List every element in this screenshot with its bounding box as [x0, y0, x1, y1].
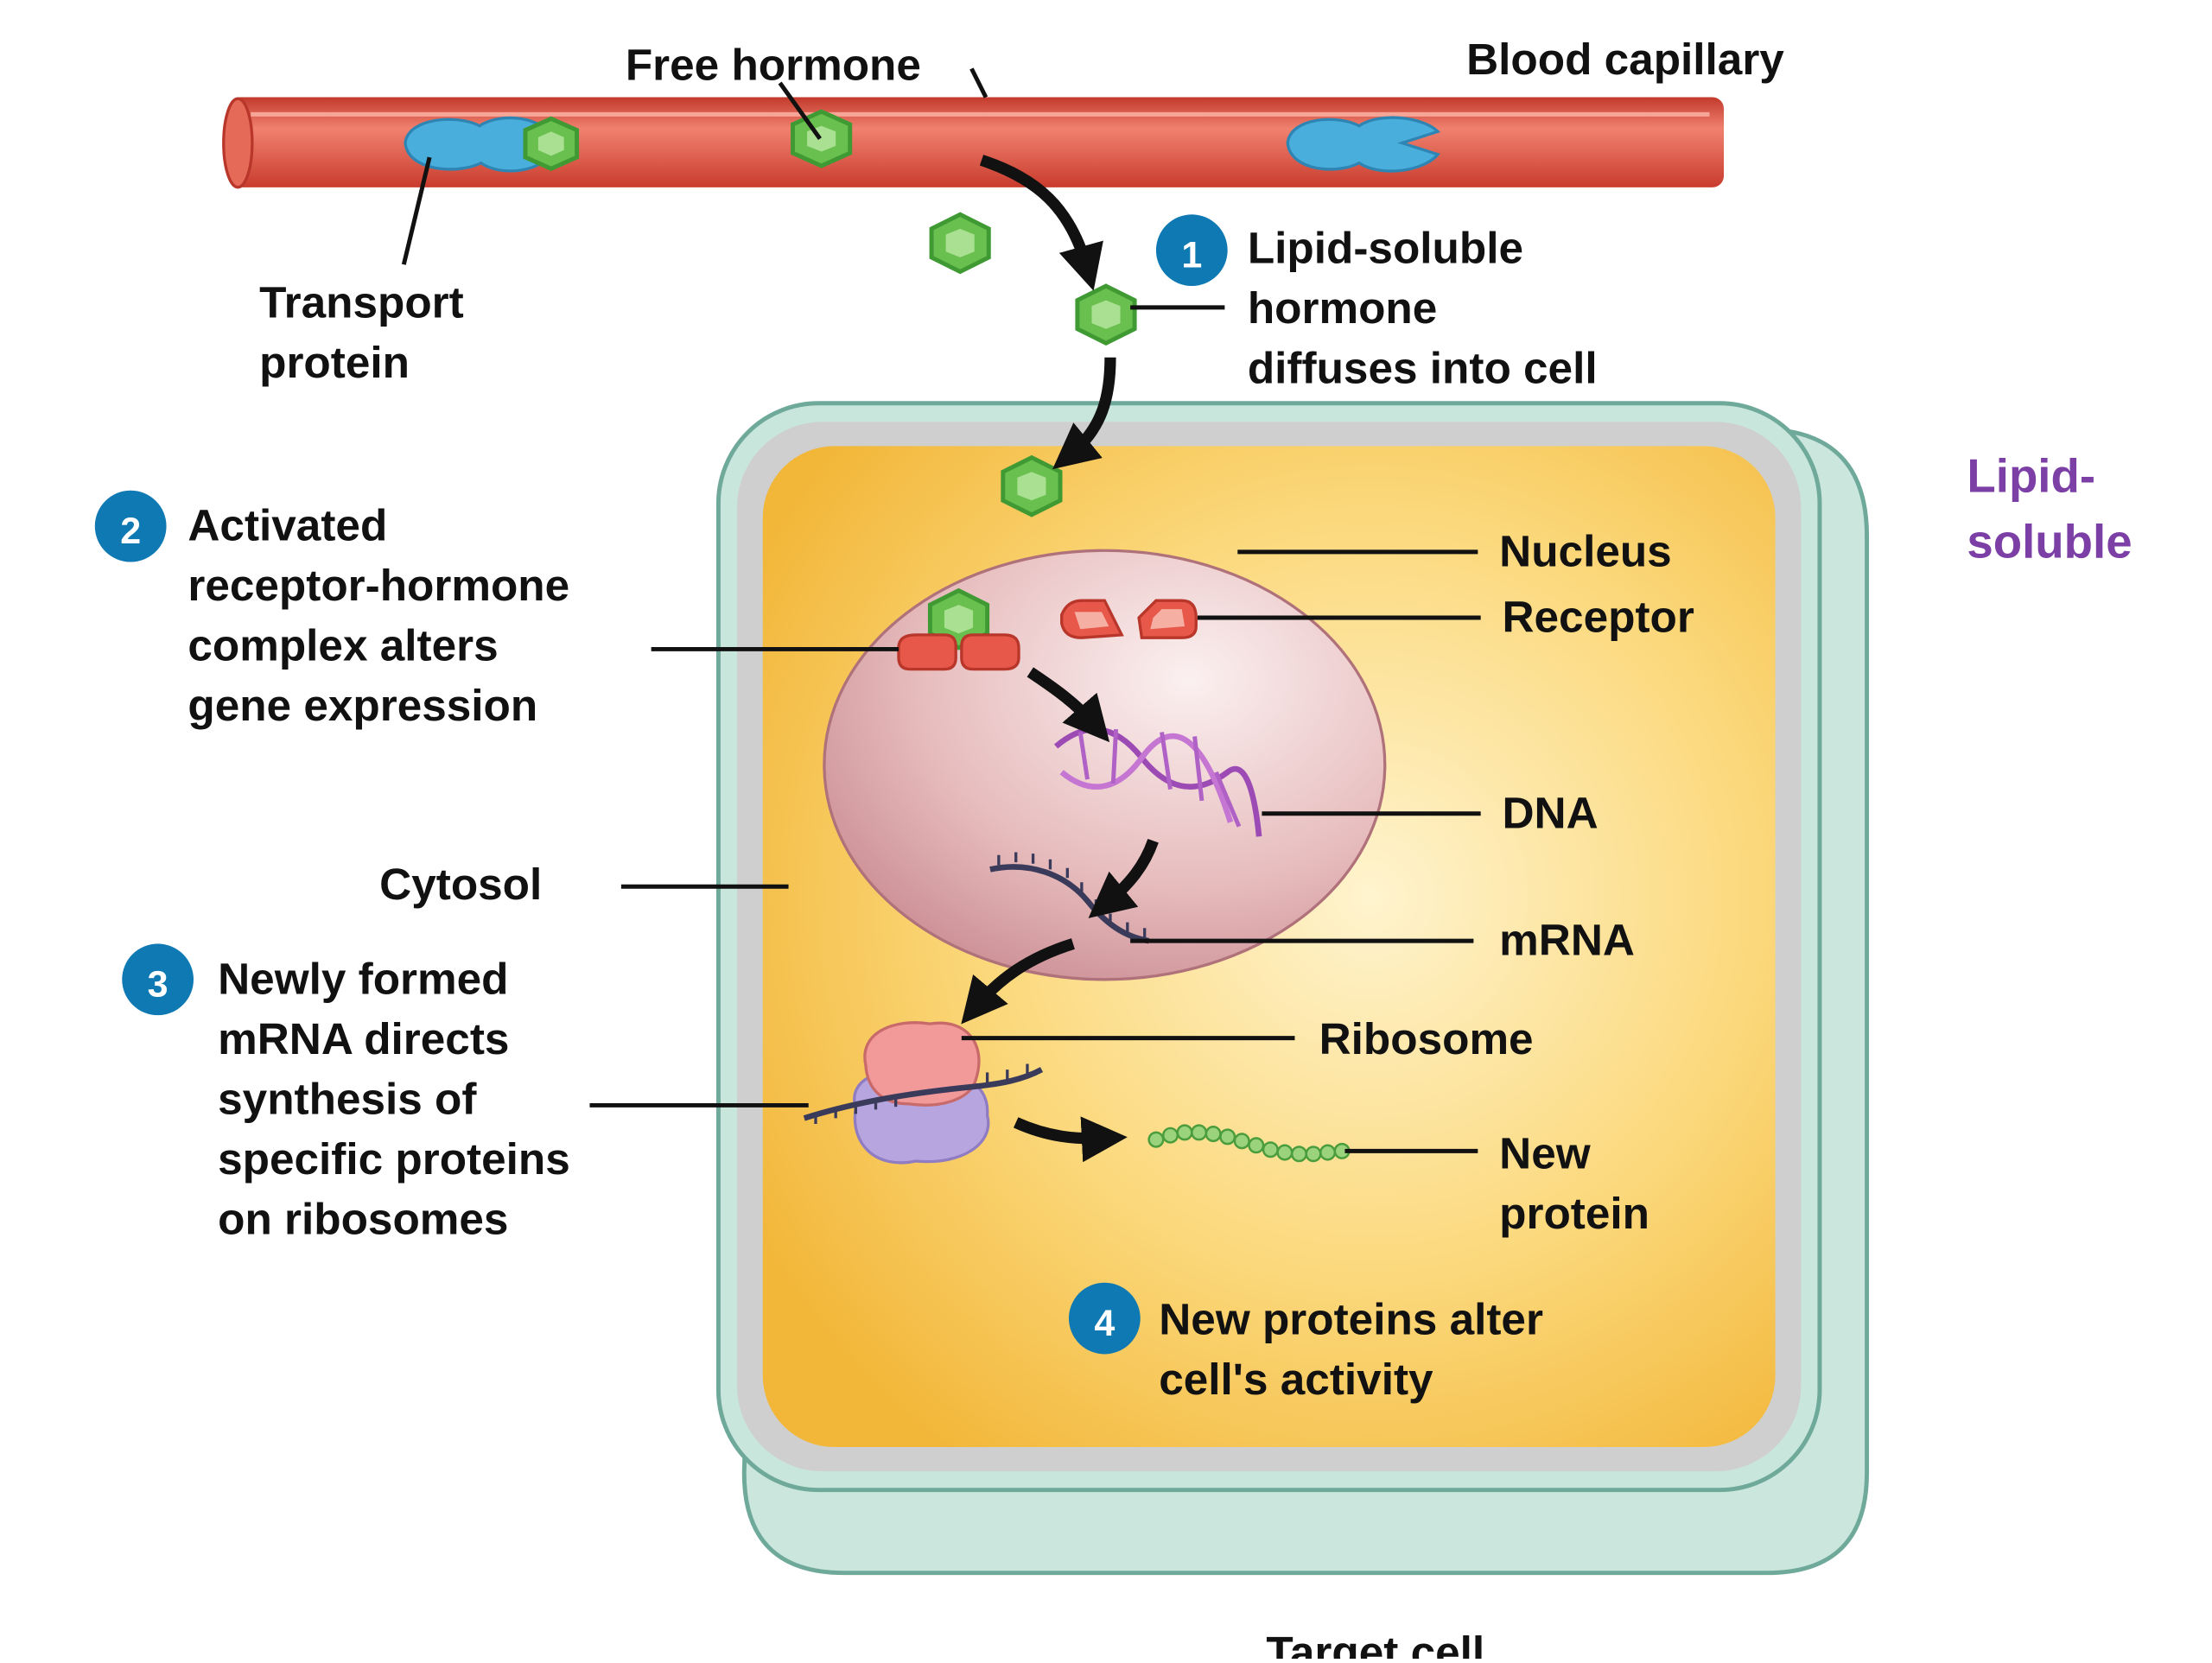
mrna	[989, 852, 1150, 944]
receptor	[1060, 599, 1198, 639]
label-dna: DNA	[1502, 788, 1598, 837]
receptor-hormone-complex	[897, 587, 1020, 671]
arrow-complex-to-dna	[1027, 667, 1110, 743]
label-receptor: Receptor	[1502, 593, 1694, 642]
step-2: 2 Activated receptor-hormone complex alt…	[94, 490, 582, 731]
free-hormone-molecule	[791, 109, 853, 168]
label-cytosol: Cytosol	[379, 860, 542, 909]
hormone-molecule	[929, 212, 991, 275]
label-transport-protein: Transport protein	[259, 277, 476, 387]
flow-arrows	[961, 155, 1159, 1163]
step-badge	[1155, 214, 1228, 287]
arrow-capillary-to-cell	[979, 155, 1103, 291]
step-4: 4 New proteins alter cell's activity	[1068, 1282, 1555, 1404]
step-badge	[94, 490, 167, 562]
transport-protein-empty	[1286, 116, 1441, 173]
step-number: 3	[148, 964, 168, 1006]
label-nucleus: Nucleus	[1499, 526, 1672, 575]
label-blood-capillary: Blood capillary	[1466, 35, 1784, 84]
label-ribosome: Ribosome	[1319, 1014, 1534, 1063]
label-target-cell: Target cell	[1266, 1628, 1484, 1659]
step-badge	[1068, 1282, 1141, 1355]
arrow-dna-to-mrna	[1088, 838, 1159, 918]
ribosome	[803, 1021, 1044, 1165]
new-protein-chain	[1147, 1124, 1351, 1163]
step-badge	[122, 943, 194, 1016]
leader-lines	[401, 67, 1481, 1153]
step-text: Lipid-soluble hormone diffuses into cell	[1248, 224, 1598, 393]
label-new-protein: New protein	[1499, 1128, 1649, 1238]
arrow-ribosome-to-protein	[1013, 1116, 1128, 1163]
label-free-hormone: Free hormone	[626, 41, 921, 90]
label-mrna: mRNA	[1499, 916, 1635, 965]
transport-protein-bound	[404, 116, 580, 173]
arrow-mrna-to-ribosome	[961, 938, 1075, 1025]
hormone-molecule-diffusing	[1075, 283, 1137, 346]
step-number: 4	[1094, 1303, 1115, 1344]
step-text: Activated receptor-hormone complex alter…	[188, 501, 582, 731]
step-number: 2	[120, 511, 141, 552]
arrow-into-cytosol	[1052, 357, 1116, 470]
step-1: 1 Lipid-soluble hormone diffuses into ce…	[1155, 214, 1598, 393]
step-3: 3 Newly formed mRNA directs synthesis of…	[122, 943, 582, 1243]
category-label: Lipid- soluble	[1967, 449, 2132, 568]
step-text: New proteins alter cell's activity	[1159, 1294, 1555, 1404]
step-text: Newly formed mRNA directs synthesis of s…	[218, 954, 582, 1243]
step-number: 1	[1181, 235, 1202, 276]
hormone-molecule-inside	[1001, 454, 1063, 517]
